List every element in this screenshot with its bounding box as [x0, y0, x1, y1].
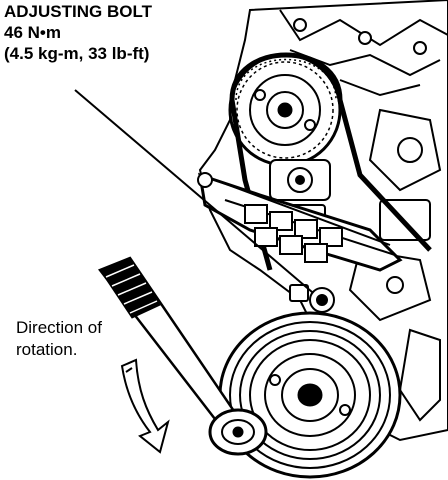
- adjusting-bolt-title: ADJUSTING BOLT: [4, 2, 152, 21]
- rotation-label-line2: rotation.: [16, 340, 78, 359]
- adjusting-bolt-torque-nm: 46 N•m: [4, 23, 61, 42]
- wrench-icon: [97, 256, 268, 456]
- rotation-direction-arrow-icon: [120, 358, 170, 454]
- rotation-label-line1: Direction of: [16, 318, 102, 337]
- callout-leader-line: [74, 89, 313, 293]
- crankshaft-pulley-icon: [218, 311, 402, 479]
- adjusting-bolt: [289, 284, 335, 313]
- camshaft-sprocket: [228, 53, 342, 167]
- adjusting-bolt-torque-alt: (4.5 kg-m, 33 lb-ft): [4, 44, 150, 63]
